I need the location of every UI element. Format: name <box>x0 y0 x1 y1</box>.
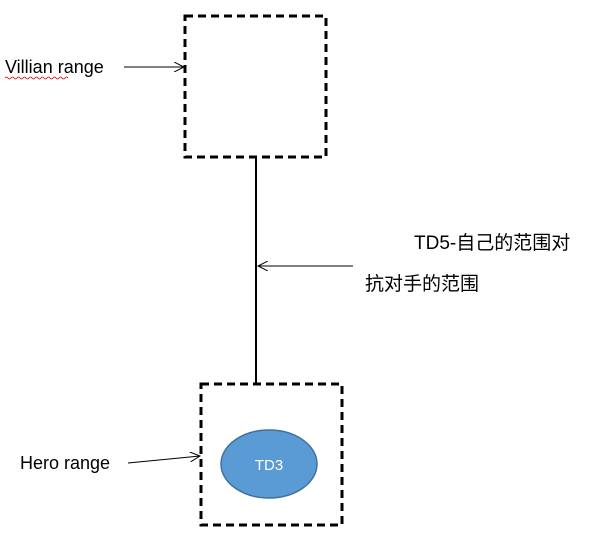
td3-node <box>220 429 318 499</box>
villain-range-label: Villian range <box>5 57 104 77</box>
spellcheck-underline <box>4 76 69 80</box>
annotation-line-2: 抗对手的范围 <box>365 273 479 295</box>
hero-arrow <box>127 456 200 464</box>
td3-node-label: TD3 <box>255 457 283 474</box>
hero-range-box <box>199 382 344 527</box>
hero-range-label: Hero range <box>20 453 110 473</box>
annotation-line-1: TD5-自己的范围对 <box>414 232 570 254</box>
villain-range-box <box>183 14 328 159</box>
